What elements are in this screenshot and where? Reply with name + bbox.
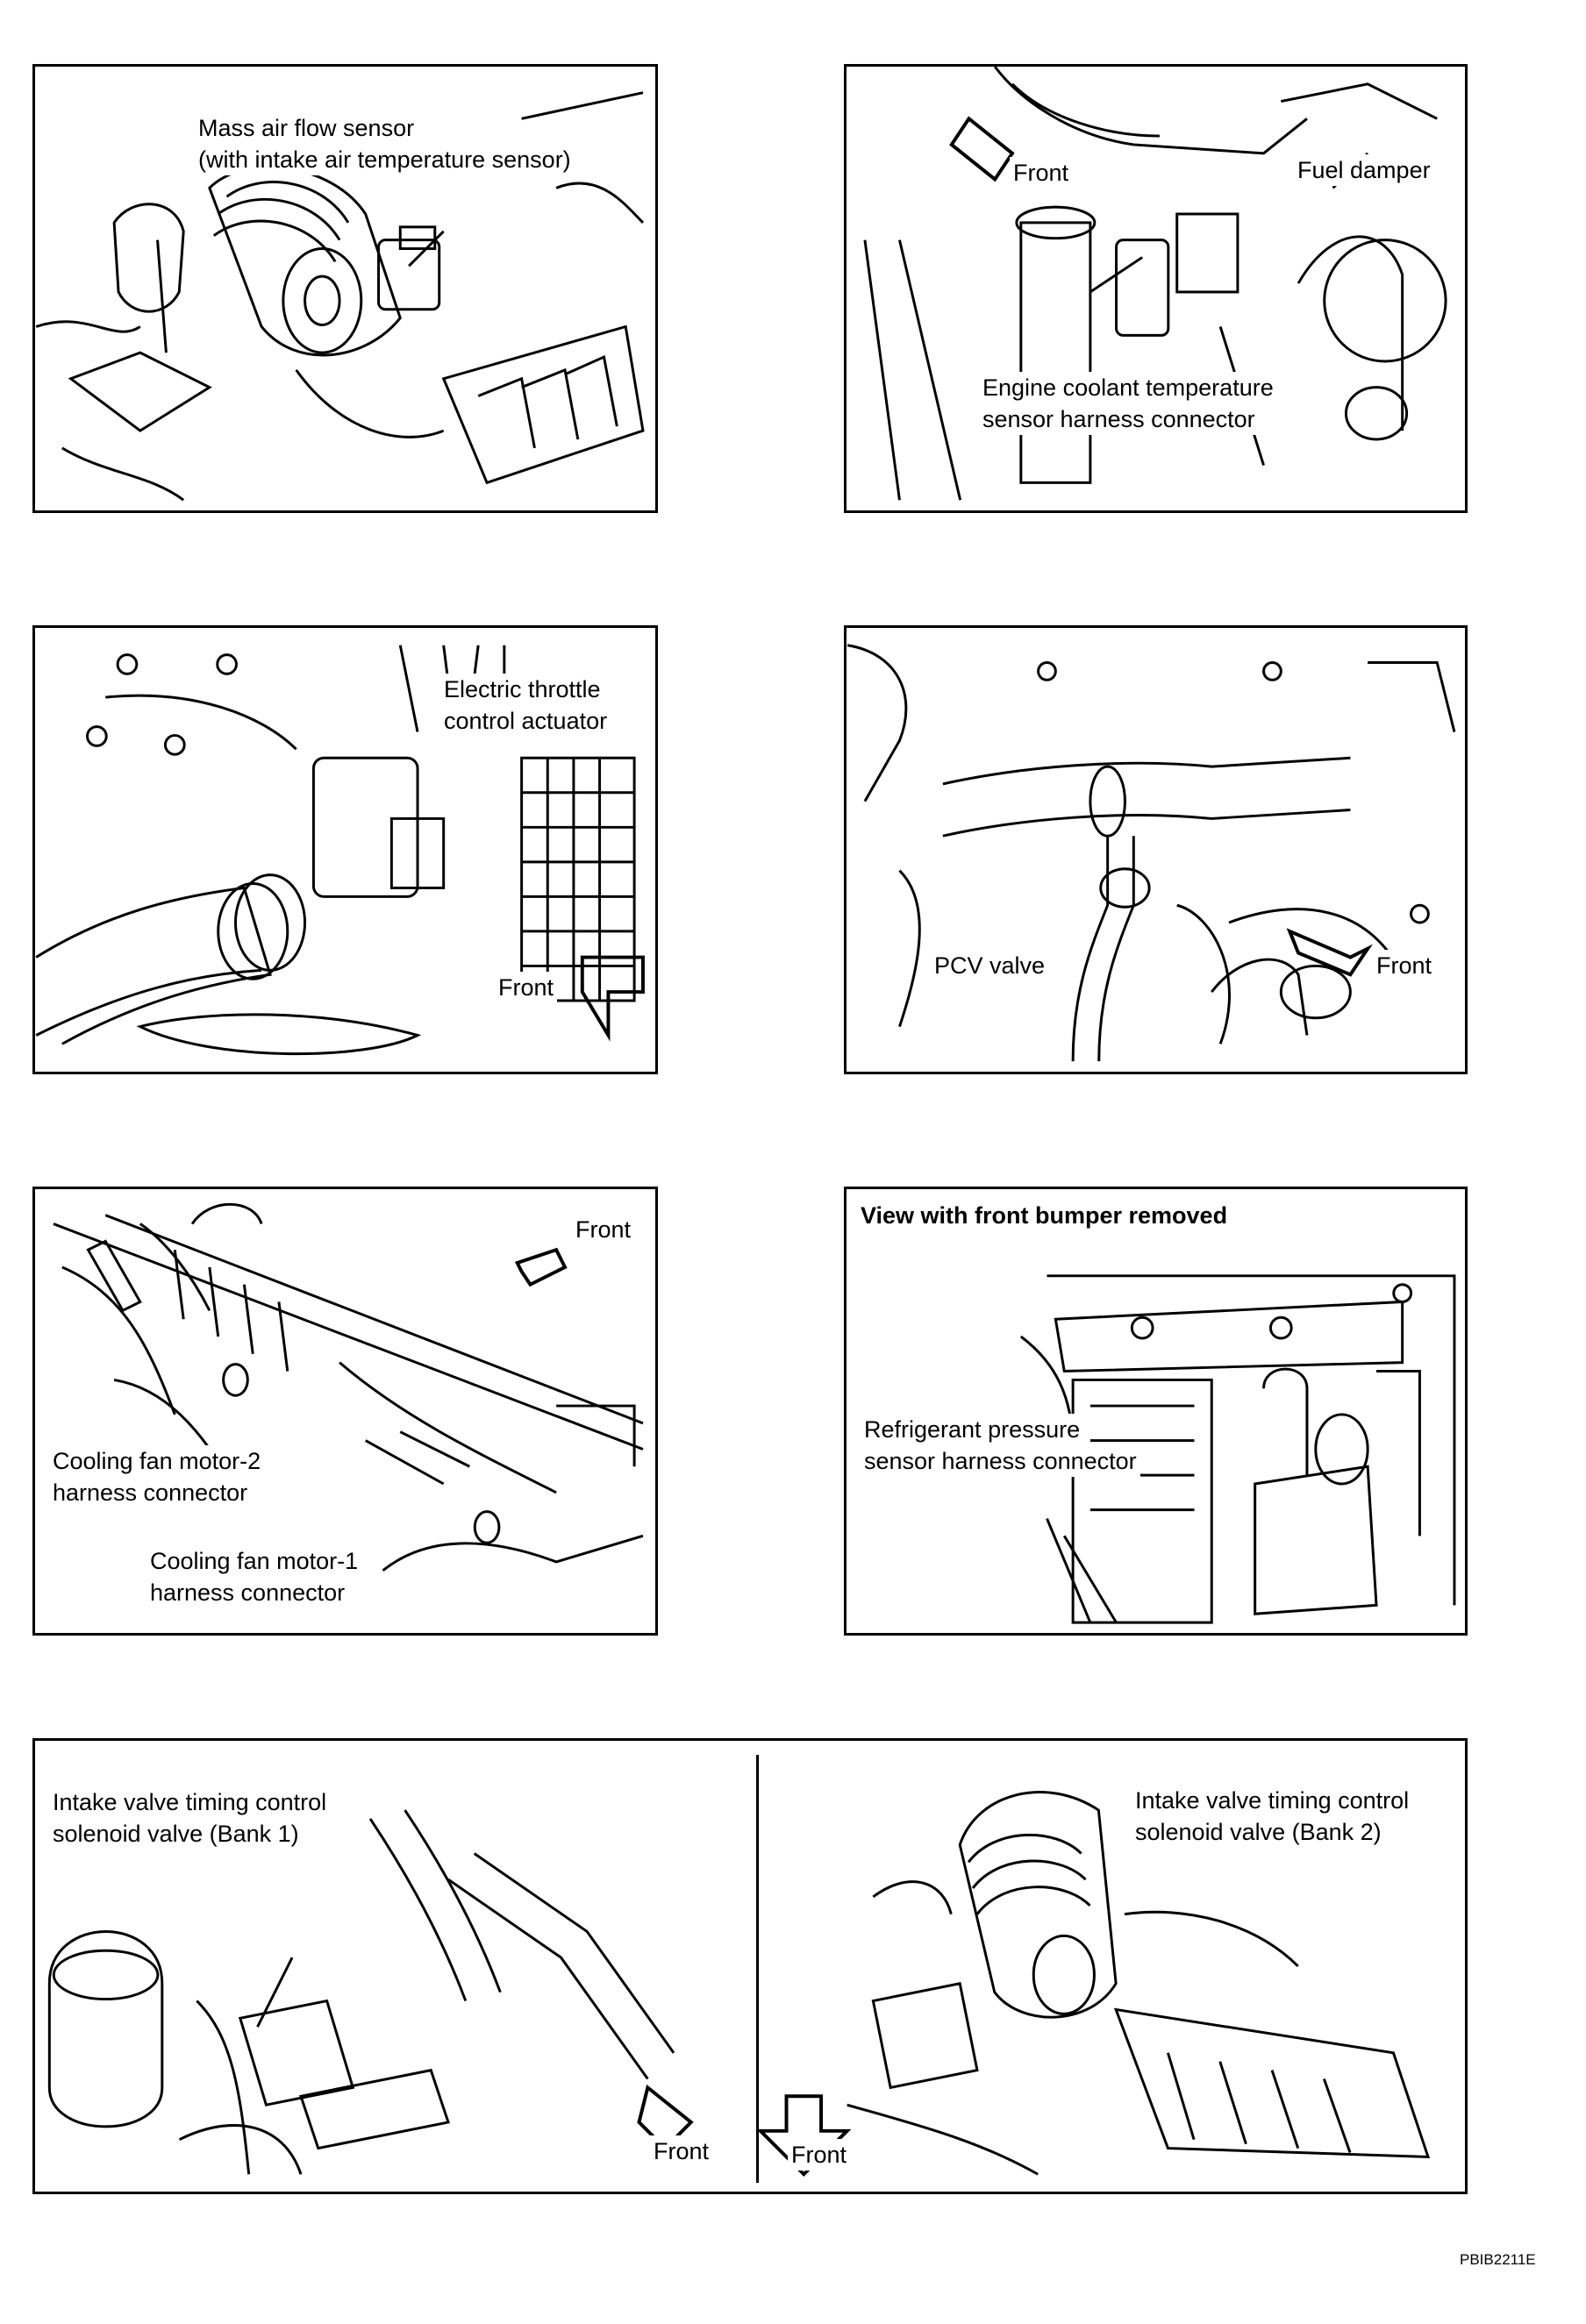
label-ivt-b1-front: Front: [650, 2135, 713, 2167]
label-ect-line2: sensor harness connector: [979, 403, 1259, 435]
label-fan-front: Front: [572, 1214, 635, 1245]
label-pcv-valve: PCV valve: [931, 950, 1049, 981]
label-maf-line1: Mass air flow sensor: [195, 112, 418, 144]
engine-illustration-ect: [863, 67, 1447, 501]
label-ivt-b1-line1: Intake valve timing control: [49, 1786, 331, 1818]
label-fuel-damper: Fuel damper: [1294, 154, 1434, 186]
label-ivt-b1-line2: solenoid valve (Bank 1): [49, 1818, 303, 1850]
label-refrig-line1: Refrigerant pressure: [861, 1414, 1084, 1445]
label-maf-line2: (with intake air temperature sensor): [195, 144, 575, 175]
panel-intake-valve-timing: Intake valve timing control solenoid val…: [32, 1738, 1468, 2194]
label-pcv-front: Front: [1373, 950, 1436, 981]
panel-pcv-valve: PCV valve Front: [844, 625, 1468, 1074]
label-ect-front: Front: [1010, 157, 1073, 189]
label-throttle-front: Front: [495, 972, 558, 1003]
label-ivt-b2-line1: Intake valve timing control: [1132, 1785, 1413, 1816]
panel-engine-coolant-temperature: Front Fuel damper Engine coolant tempera…: [844, 64, 1468, 513]
panel-mass-air-flow-sensor: Mass air flow sensor (with intake air te…: [32, 64, 658, 513]
label-fan-m1-line2: harness connector: [146, 1577, 349, 1608]
label-throttle-line2: control actuator: [440, 705, 611, 737]
label-throttle-line1: Electric throttle: [440, 674, 604, 705]
divider: [756, 1755, 759, 2183]
label-ivt-b2-front: Front: [788, 2139, 851, 2171]
label-refrig-line2: sensor harness connector: [861, 1445, 1140, 1477]
label-refrig-title: View with front bumper removed: [857, 1200, 1232, 1231]
label-ivt-b2-line2: solenoid valve (Bank 2): [1132, 1816, 1385, 1848]
label-fan-m1-line1: Cooling fan motor-1: [146, 1545, 362, 1577]
label-fan-m2-line2: harness connector: [49, 1477, 252, 1508]
panel-refrigerant-pressure: View with front bumper removed Refrigera…: [844, 1187, 1468, 1636]
engine-illustration-throttle: [35, 645, 645, 1056]
panel-cooling-fan: Front Cooling fan motor-2 harness connec…: [32, 1187, 658, 1636]
panel-electric-throttle: Electric throttle control actuator Front: [32, 625, 658, 1074]
label-fan-m2-line1: Cooling fan motor-2: [49, 1445, 265, 1477]
label-ect-line1: Engine coolant temperature: [979, 372, 1277, 403]
engine-illustration-pcv: [847, 644, 1456, 1062]
engine-illustration-maf: [35, 91, 645, 502]
engine-illustration-refrigerant: [1019, 1274, 1456, 1624]
figure-code: PBIB2211E: [1460, 2251, 1536, 2268]
